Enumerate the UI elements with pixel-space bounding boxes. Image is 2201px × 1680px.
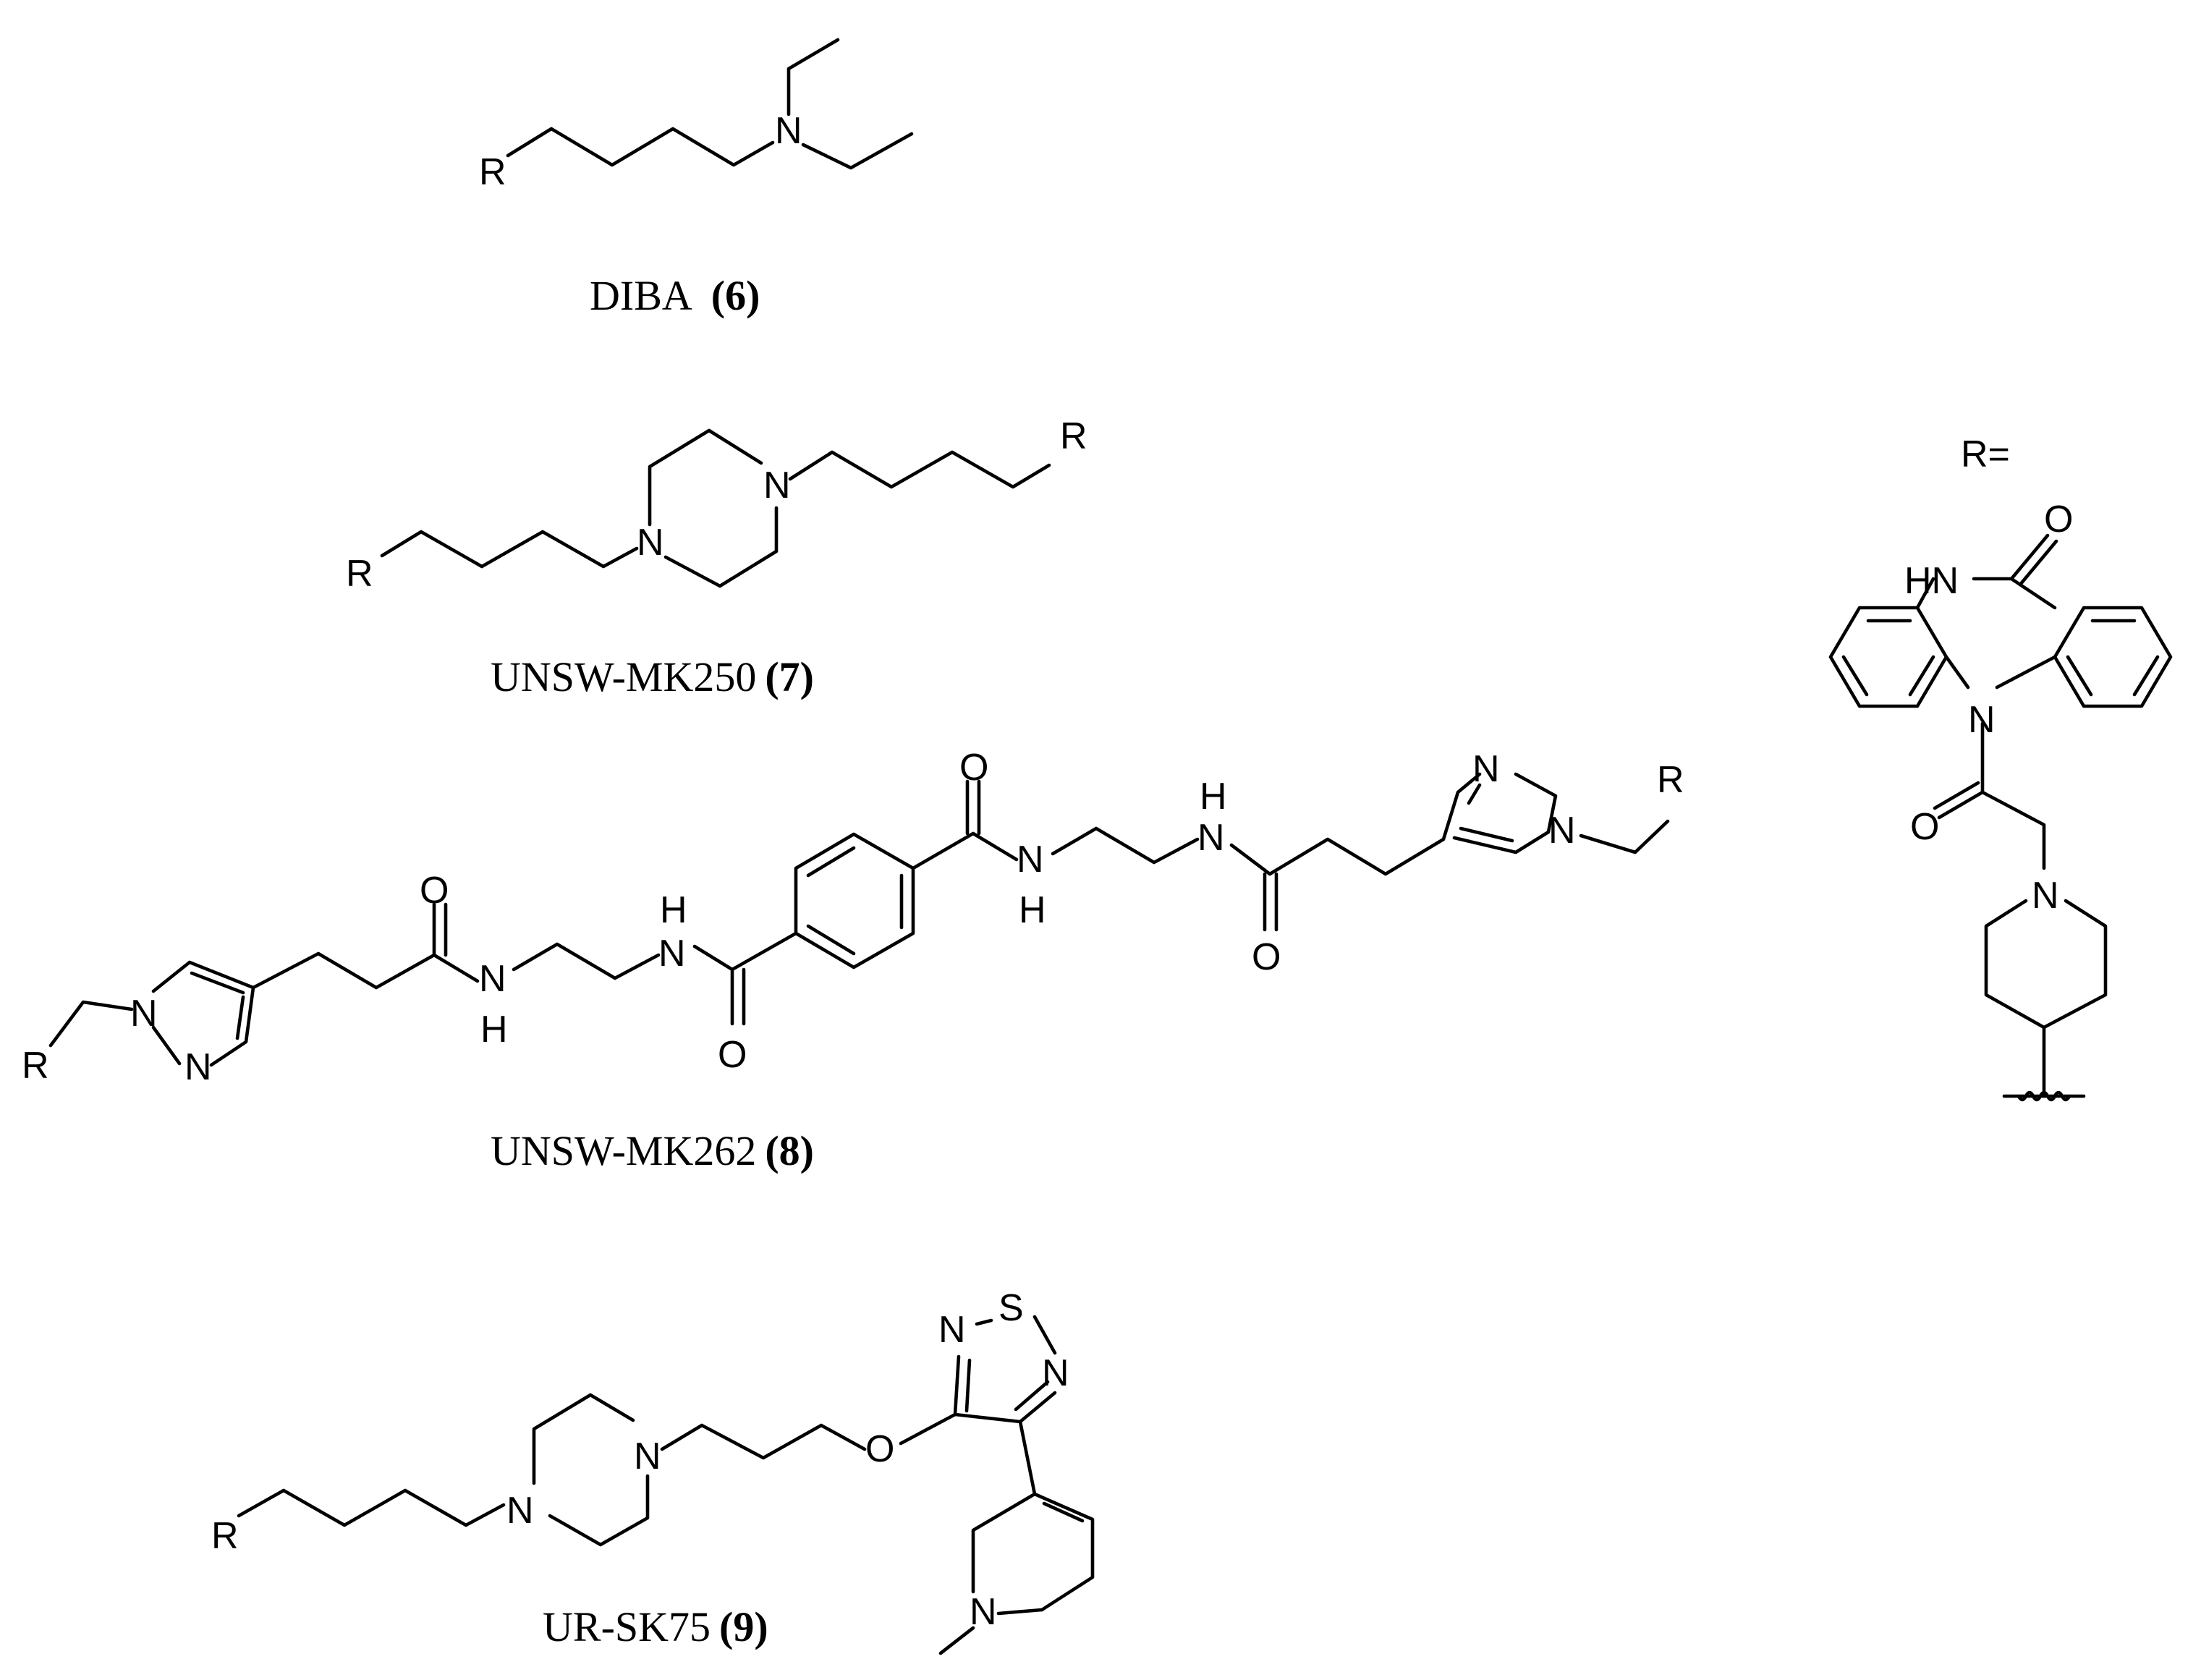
compound-number: (8): [765, 1127, 814, 1174]
atom-n: N: [1548, 810, 1576, 852]
atom-r: R: [22, 1045, 49, 1087]
substituent-label: R=: [1961, 433, 2010, 475]
atom-o: O: [2044, 499, 2073, 540]
atom-r: R: [1657, 759, 1684, 801]
atom-r: R: [346, 553, 373, 595]
atom-o: O: [959, 747, 988, 789]
atom-n: N: [506, 1490, 534, 1532]
atom-o: O: [1252, 936, 1281, 978]
atom-r: R: [1060, 415, 1087, 457]
atom-h: H: [1019, 889, 1046, 931]
atom-r: R: [479, 151, 506, 193]
atom-h: H: [1200, 776, 1227, 818]
compound-name: UNSW-MK262: [491, 1127, 756, 1174]
atom-n: N: [970, 1591, 997, 1633]
atom-n: N: [1197, 817, 1225, 859]
atom-hn: HN: [1904, 560, 1959, 602]
atom-n: N: [185, 1046, 212, 1088]
structure-ur-sk75: R N N O N S N N: [211, 1287, 1095, 1655]
atom-h: H: [480, 1009, 508, 1051]
caption-ur-sk75: UR-SK75(9): [543, 1603, 768, 1650]
compound-number: (7): [765, 653, 814, 700]
compound-name: UNSW-MK250: [491, 653, 756, 700]
caption-diba: DIBA (6): [590, 272, 760, 319]
atom-n: N: [637, 522, 664, 564]
atom-n: N: [1042, 1352, 1069, 1394]
compound-name: UR-SK75: [543, 1603, 711, 1650]
atom-h: H: [660, 889, 687, 931]
compound-name: DIBA: [590, 272, 692, 319]
atom-o: O: [865, 1428, 894, 1470]
atom-n: N: [1017, 839, 1044, 881]
atom-n: N: [775, 110, 802, 152]
atom-r: R: [211, 1515, 239, 1557]
structure-unsw-mk250: R N N R: [346, 415, 1087, 595]
atom-o: O: [1910, 806, 1939, 848]
atom-n: N: [634, 1435, 661, 1477]
caption-unsw-mk262: UNSW-MK262(8): [491, 1127, 814, 1174]
atom-o: O: [718, 1034, 747, 1076]
atom-n: N: [130, 993, 158, 1035]
atom-s: S: [998, 1287, 1024, 1329]
compound-number: (6): [711, 272, 760, 319]
structure-r-substituent: R= HN O N O N: [1828, 433, 2173, 1102]
atom-n: N: [2032, 875, 2059, 917]
atom-n: N: [658, 933, 686, 975]
caption-unsw-mk250: UNSW-MK250(7): [491, 653, 814, 700]
structure-diba: R N: [479, 38, 914, 193]
atom-n: N: [479, 958, 506, 1000]
compound-number: (9): [719, 1603, 768, 1650]
atom-n: N: [1968, 699, 1996, 741]
atom-o: O: [420, 870, 449, 912]
atom-n: N: [938, 1309, 966, 1351]
atom-n: N: [1472, 748, 1500, 790]
atom-n: N: [763, 464, 791, 506]
structure-unsw-mk262: R N N O N H N H O O N H N H O N N R: [22, 747, 1684, 1088]
